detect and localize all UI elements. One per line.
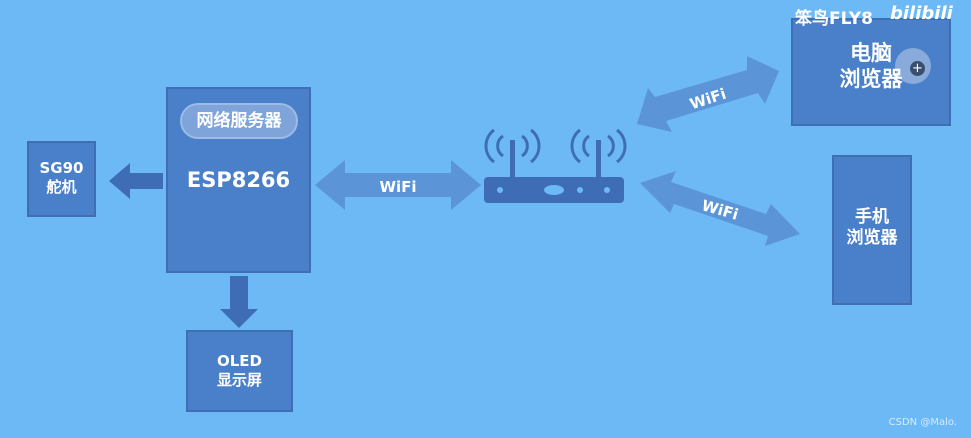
servo-label-2: 舵机 bbox=[46, 177, 77, 196]
link-label-esp-router: WiFi bbox=[379, 178, 416, 196]
arrow-esp-router bbox=[315, 160, 481, 210]
phone-label-2: 浏览器 bbox=[846, 228, 898, 249]
oled-label-2: 显示屏 bbox=[216, 370, 262, 389]
servo-label-1: SG90 bbox=[39, 159, 84, 177]
oled-label-1: OLED bbox=[216, 352, 262, 370]
phone-browser-node: 手机 浏览器 bbox=[832, 155, 912, 305]
author-watermark: 笨鸟FLY8 bbox=[795, 9, 873, 29]
csdn-watermark: CSDN @Malo. bbox=[888, 417, 957, 428]
servo-node: SG90 舵机 bbox=[27, 141, 96, 217]
phone-label-1: 手机 bbox=[855, 207, 889, 227]
web-server-pill: 网络服务器 bbox=[180, 103, 298, 139]
oled-node: OLED 显示屏 bbox=[186, 330, 293, 412]
arrow-esp-to-servo bbox=[109, 163, 163, 199]
pc-label-2: 浏览器 bbox=[839, 67, 903, 92]
esp8266-node: 网络服务器 ESP8266 bbox=[166, 87, 311, 273]
arrow-router-pc bbox=[637, 56, 779, 132]
bilibili-logo: bilibili bbox=[890, 3, 953, 24]
plus-icon: + bbox=[910, 61, 925, 76]
arrow-router-phone bbox=[640, 171, 800, 246]
video-share-icon[interactable]: + bbox=[895, 48, 931, 84]
router-icon bbox=[484, 128, 627, 203]
esp8266-title: ESP8266 bbox=[186, 168, 291, 192]
arrow-esp-to-oled bbox=[220, 276, 258, 328]
pc-label-1: 电脑 bbox=[850, 41, 892, 65]
pc-browser-node: 电脑 浏览器 bbox=[791, 18, 951, 126]
